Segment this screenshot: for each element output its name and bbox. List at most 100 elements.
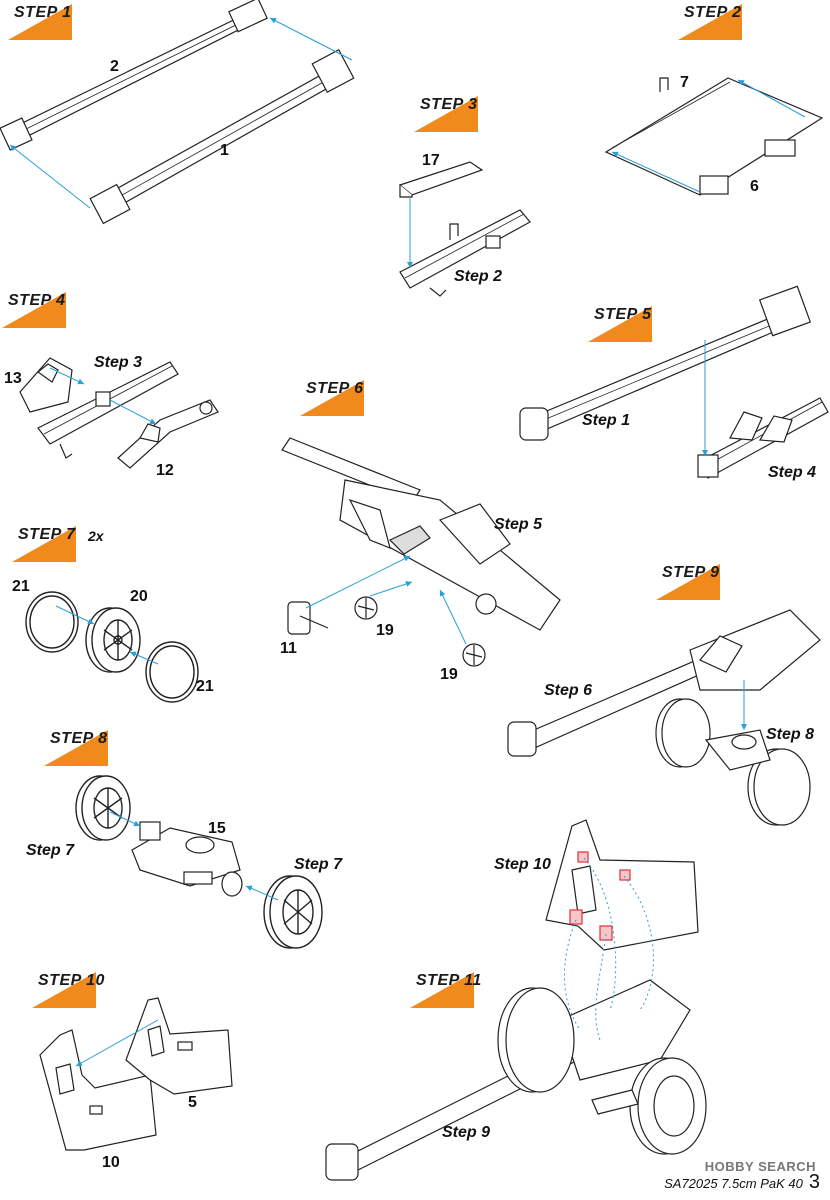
step6-part19a <box>354 596 378 620</box>
step-badge-triangle-icon <box>12 526 76 562</box>
step-badge-triangle-icon <box>588 306 652 342</box>
step-reference: Step 5 <box>494 516 543 533</box>
watermark: HOBBY SEARCH <box>704 1159 816 1174</box>
step10-arrow <box>75 1019 159 1067</box>
step-reference: Step 10 <box>494 856 551 873</box>
step-8-label: STEP 8 <box>50 730 108 747</box>
step10-shield-left <box>39 1029 157 1151</box>
step5-carriage <box>697 397 829 479</box>
step-badge-triangle-icon <box>410 972 474 1008</box>
step-1-badge: STEP 1 <box>8 4 118 40</box>
step1-part2-rail <box>0 0 268 151</box>
step2-arrow-a <box>737 79 806 118</box>
step-2-badge: STEP 2 <box>678 4 788 40</box>
step8-wheel-right <box>263 875 323 949</box>
step5-barrel <box>519 285 812 441</box>
step8-part15-axle <box>131 821 243 897</box>
step6-arrow-c <box>439 589 467 645</box>
step9-gun <box>507 609 821 826</box>
part-number: 19 <box>376 622 394 639</box>
part-number: 17 <box>422 152 440 169</box>
step7-part21a <box>25 591 79 653</box>
step-reference: Step 4 <box>768 464 817 481</box>
step-7-quantity-note: 2x <box>88 528 104 544</box>
step-9-badge: STEP 9 <box>656 564 766 600</box>
step-11-badge: STEP 11 <box>410 972 520 1008</box>
step-6-badge: STEP 6 <box>300 380 410 416</box>
step8-arrow-a <box>109 811 141 827</box>
part-number: 21 <box>196 678 214 695</box>
part-number: 20 <box>130 588 148 605</box>
step-9-label: STEP 9 <box>662 564 720 581</box>
step-reference: Step 8 <box>766 726 815 743</box>
part-number: 5 <box>188 1094 197 1111</box>
step7-arrow-b <box>129 651 159 665</box>
part-number: 2 <box>110 58 119 75</box>
step-reference: Step 6 <box>544 682 593 699</box>
step-6-label: STEP 6 <box>306 380 364 397</box>
step1-arrow-a <box>269 17 353 61</box>
part-number: 7 <box>680 74 689 91</box>
step-badge-triangle-icon <box>300 380 364 416</box>
step-badge-triangle-icon <box>678 4 742 40</box>
step4-arrow-a <box>49 367 85 385</box>
part-number: 11 <box>280 640 297 657</box>
step-4-badge: STEP 4 <box>2 292 112 328</box>
part-number: 6 <box>750 178 759 195</box>
step-badge-triangle-icon <box>414 96 478 132</box>
part-number: 12 <box>156 462 174 479</box>
step-5-badge: STEP 5 <box>588 306 698 342</box>
step-7-label: STEP 7 <box>18 526 76 543</box>
step7-part21b <box>145 641 199 703</box>
step-reference: Step 7 <box>26 842 75 859</box>
step6-part11 <box>287 601 329 635</box>
step3-assembly <box>399 209 531 297</box>
step-badge-triangle-icon <box>8 4 72 40</box>
step-reference: Step 9 <box>442 1124 491 1141</box>
part-number: 1 <box>220 142 229 159</box>
step3-part17 <box>398 161 484 198</box>
step-11-label: STEP 11 <box>416 972 482 989</box>
step-4-label: STEP 4 <box>8 292 66 309</box>
part-number: 21 <box>12 578 30 595</box>
product-code: SA72025 7.5cm PaK 40 <box>664 1176 803 1191</box>
step11-shield <box>545 819 699 951</box>
step4-arrow-b <box>109 399 157 425</box>
step7-arrow-a <box>55 605 95 625</box>
part-number: 13 <box>4 370 22 387</box>
part-number: 15 <box>208 820 226 837</box>
step-1-label: STEP 1 <box>14 4 72 21</box>
step-badge-triangle-icon <box>44 730 108 766</box>
footer: SA72025 7.5cm PaK 40 3 <box>664 1171 820 1194</box>
step-2-label: STEP 2 <box>684 4 742 21</box>
step2-arrow-b <box>611 151 701 193</box>
step6-gun <box>281 437 561 631</box>
step4-rail <box>37 361 179 459</box>
step-badge-triangle-icon <box>2 292 66 328</box>
step-7-badge: STEP 7 <box>12 526 122 562</box>
step8-wheel-left <box>75 775 131 841</box>
step7-part20-wheel <box>85 607 141 673</box>
step-reference: Step 2 <box>454 268 503 285</box>
step-reference: Step 1 <box>582 412 631 429</box>
page-number: 3 <box>808 1171 820 1193</box>
step1-arrow-b <box>9 144 91 209</box>
step10-shield-right <box>125 997 233 1095</box>
step-3-label: STEP 3 <box>420 96 478 113</box>
step4-part13 <box>19 357 73 413</box>
step-reference: Step 3 <box>94 354 143 371</box>
step2-part7-rail <box>604 77 824 196</box>
step4-part12 <box>117 399 219 469</box>
part-number: 10 <box>102 1154 120 1171</box>
part-number: 19 <box>440 666 458 683</box>
step-10-label: STEP 10 <box>38 972 105 989</box>
step-badge-triangle-icon <box>32 972 96 1008</box>
step-5-label: STEP 5 <box>594 306 652 323</box>
step1-part1-barrel <box>89 49 355 225</box>
step-reference: Step 7 <box>294 856 343 873</box>
step-badge-triangle-icon <box>656 564 720 600</box>
step-10-badge: STEP 10 <box>32 972 142 1008</box>
step8-arrow-b <box>245 885 279 901</box>
step-8-badge: STEP 8 <box>44 730 154 766</box>
